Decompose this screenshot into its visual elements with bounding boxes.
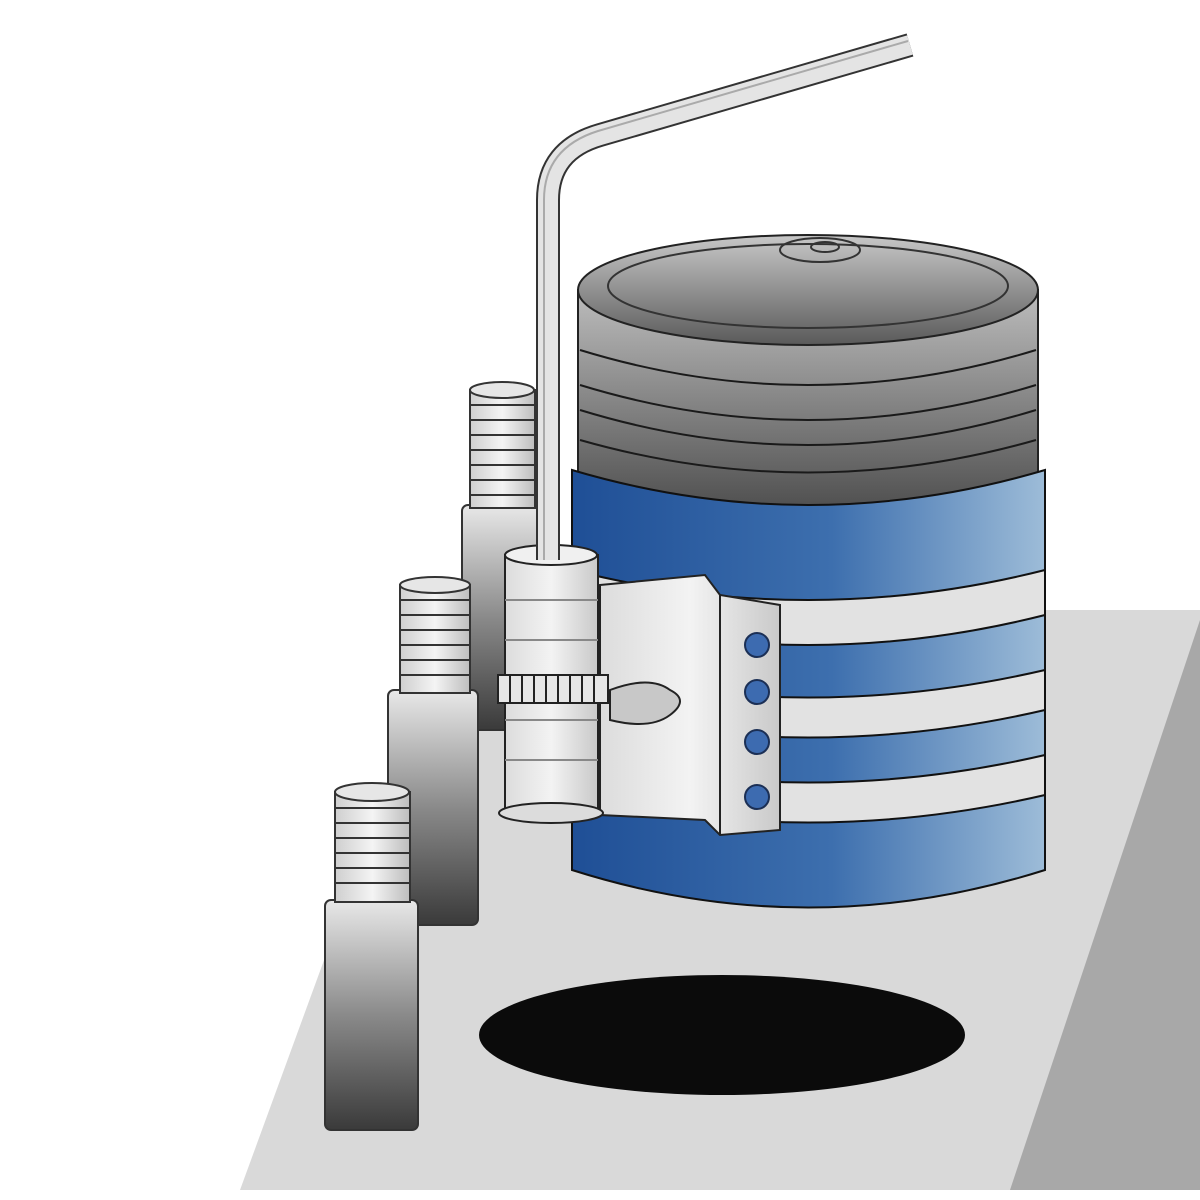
clamp-hole xyxy=(744,679,770,705)
engine-block-side-face xyxy=(1010,620,1200,1190)
clamp-hole xyxy=(744,784,770,810)
clamp-hole xyxy=(744,729,770,755)
ratchet-mechanism xyxy=(497,544,609,824)
clamp-holes xyxy=(744,632,770,810)
head-bolt-front xyxy=(324,782,419,1131)
clamp-plate xyxy=(599,573,781,837)
piston xyxy=(577,234,1039,521)
clamp-hole xyxy=(744,632,770,658)
hex-key-wrench[interactable] xyxy=(536,33,914,560)
cylinder-bore-hole xyxy=(479,975,965,1095)
